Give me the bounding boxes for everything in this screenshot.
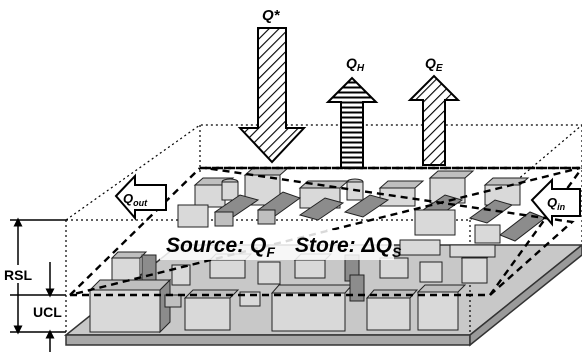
- q-in-label: Qin: [547, 195, 566, 212]
- building: [213, 194, 260, 227]
- building: [414, 209, 456, 236]
- building: [256, 191, 302, 225]
- ucl-label: UCL: [33, 304, 62, 320]
- ucl-volume-outline: [69, 166, 582, 297]
- building: [343, 194, 390, 218]
- building: [141, 254, 157, 284]
- building: [349, 274, 365, 302]
- building: [483, 177, 530, 206]
- building: [474, 211, 547, 244]
- building: [379, 257, 409, 279]
- building: [270, 284, 354, 332]
- rsl-label: RSL: [4, 267, 32, 283]
- building: [177, 204, 209, 228]
- store-label: Store: ΔQS: [295, 234, 402, 260]
- building: [164, 294, 182, 308]
- center-label-background: [160, 230, 394, 260]
- q-h-arrow: [325, 76, 379, 169]
- building: [110, 251, 148, 281]
- q-e-label: QE: [425, 55, 443, 74]
- q-out-arrow: [114, 173, 167, 221]
- q-star-arrow: [237, 27, 307, 164]
- building: [449, 244, 496, 258]
- rsl-volume-outline: [64, 124, 582, 335]
- building: [365, 289, 419, 331]
- building: [183, 289, 240, 331]
- building: [221, 178, 239, 201]
- building: [416, 284, 467, 331]
- building: [298, 197, 345, 221]
- q-e-arrow: [407, 74, 461, 166]
- q-out-label: Qout: [123, 191, 148, 208]
- q-star-label: Q*: [262, 7, 281, 24]
- q-in-arrow: [530, 177, 581, 227]
- source-label: Source: QF: [166, 234, 275, 260]
- q-h-label: QH: [346, 55, 365, 74]
- buildings: [88, 167, 547, 334]
- building: [378, 180, 425, 207]
- building: [171, 264, 191, 286]
- building: [468, 199, 514, 224]
- building: [257, 261, 281, 285]
- building: [399, 239, 441, 256]
- layer-dimension-lines: [10, 217, 66, 352]
- building: [419, 261, 443, 283]
